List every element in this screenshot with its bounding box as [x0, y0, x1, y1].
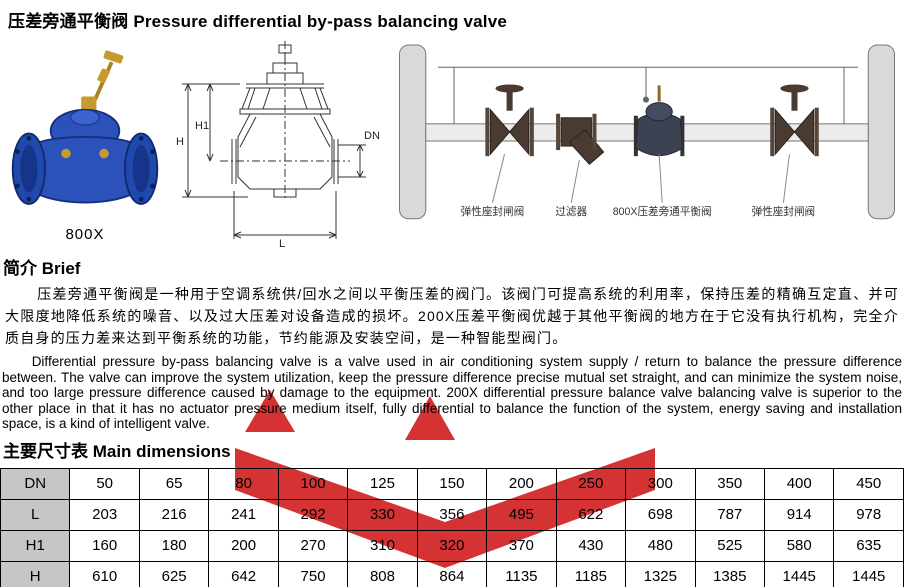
- table-value-cell: 370: [486, 529, 557, 562]
- table-value-cell: 1445: [763, 560, 835, 587]
- install-label-strainer: 过滤器: [555, 205, 587, 218]
- dimension-label-h: H: [176, 136, 184, 148]
- install-label-gate-valve-right: 弹性座封闸阀: [752, 205, 816, 218]
- table-value-cell: 914: [763, 498, 835, 531]
- row-header-cell: DN: [0, 467, 71, 500]
- table-value-cell: 356: [416, 498, 488, 531]
- table-value-cell: 80: [208, 467, 279, 500]
- table-value-cell: 1135: [486, 560, 557, 587]
- product-model-label: 800X: [65, 226, 105, 243]
- table-value-cell: 808: [347, 560, 418, 587]
- table-value-cell: 270: [277, 529, 349, 562]
- table-value-cell: 1325: [625, 560, 696, 587]
- dimensions-heading: 主要尺寸表 Main dimensions: [3, 441, 231, 461]
- table-value-cell: 978: [833, 498, 904, 531]
- page-title: 压差旁通平衡阀 Pressure differential by-pass ba…: [8, 12, 508, 31]
- table-value-cell: 1385: [694, 560, 765, 587]
- table-value-cell: 200: [208, 529, 279, 562]
- table-value-cell: 320: [416, 529, 488, 562]
- figures-row: 800X: [0, 37, 904, 251]
- table-value-cell: 635: [833, 529, 904, 562]
- table-value-cell: 100: [277, 467, 349, 500]
- table-value-cell: 625: [138, 560, 210, 587]
- table-value-cell: 450: [833, 467, 904, 500]
- table-value-cell: 50: [69, 467, 140, 500]
- table-value-cell: 350: [694, 467, 765, 500]
- row-header-cell: H: [0, 560, 71, 587]
- table-value-cell: 698: [625, 498, 696, 531]
- brief-paragraph-chinese: 压差旁通平衡阀是一种用于空调系统供/回水之间以平衡压差的阀门。该阀门可提高系统的…: [5, 286, 899, 346]
- table-value-cell: 580: [763, 529, 835, 562]
- table-value-cell: 864: [416, 560, 488, 587]
- table-value-cell: 250: [555, 467, 627, 500]
- installation-diagram-image: 弹性座封闸阀 过滤器 800X压差旁通平衡阀 弹性座封闸阀: [398, 44, 896, 220]
- table-value-cell: 1445: [833, 560, 904, 587]
- table-value-cell: 160: [69, 529, 140, 562]
- table-value-cell: 642: [208, 560, 279, 587]
- dimension-label-dn: DN: [364, 130, 380, 142]
- table-value-cell: 622: [555, 498, 627, 531]
- table-value-cell: 65: [138, 467, 210, 500]
- table-value-cell: 125: [347, 467, 418, 500]
- row-header-cell: H1: [0, 529, 71, 562]
- table-value-cell: 292: [277, 498, 349, 531]
- installation-diagram: 弹性座封闸阀 过滤器 800X压差旁通平衡阀 弹性座封闸阀: [390, 37, 904, 239]
- table-value-cell: 787: [694, 498, 765, 531]
- table-value-cell: 1185: [555, 560, 627, 587]
- dimension-drawing: H H1 DN L: [170, 37, 390, 249]
- table-value-cell: 310: [347, 529, 418, 562]
- table-value-cell: 495: [486, 498, 557, 531]
- row-header-cell: L: [0, 498, 71, 531]
- table-value-cell: 200: [486, 467, 557, 500]
- table-value-cell: 525: [694, 529, 765, 562]
- table-value-cell: 150: [416, 467, 488, 500]
- table-value-cell: 610: [69, 560, 140, 587]
- table-value-cell: 216: [138, 498, 210, 531]
- dimension-label-h1: H1: [195, 120, 209, 132]
- brief-paragraph-english: Differential pressure by-pass balancing …: [2, 354, 902, 432]
- table-value-cell: 241: [208, 498, 279, 531]
- table-value-cell: 400: [763, 467, 835, 500]
- table-value-cell: 750: [277, 560, 349, 587]
- table-value-cell: 430: [555, 529, 627, 562]
- table-value-cell: 180: [138, 529, 210, 562]
- table-value-cell: 480: [625, 529, 696, 562]
- brief-heading: 简介 Brief: [3, 259, 81, 278]
- table-value-cell: 300: [625, 467, 696, 500]
- table-value-cell: 203: [69, 498, 140, 531]
- dimension-drawing-image: H H1 DN L: [176, 41, 380, 249]
- dimension-label-l: L: [279, 238, 285, 249]
- table-value-cell: 330: [347, 498, 418, 531]
- valve-product-image: [11, 50, 159, 205]
- product-photo: 800X: [0, 37, 170, 243]
- install-label-gate-valve-left: 弹性座封闸阀: [461, 205, 525, 218]
- install-label-balancing-valve: 800X压差旁通平衡阀: [613, 205, 712, 218]
